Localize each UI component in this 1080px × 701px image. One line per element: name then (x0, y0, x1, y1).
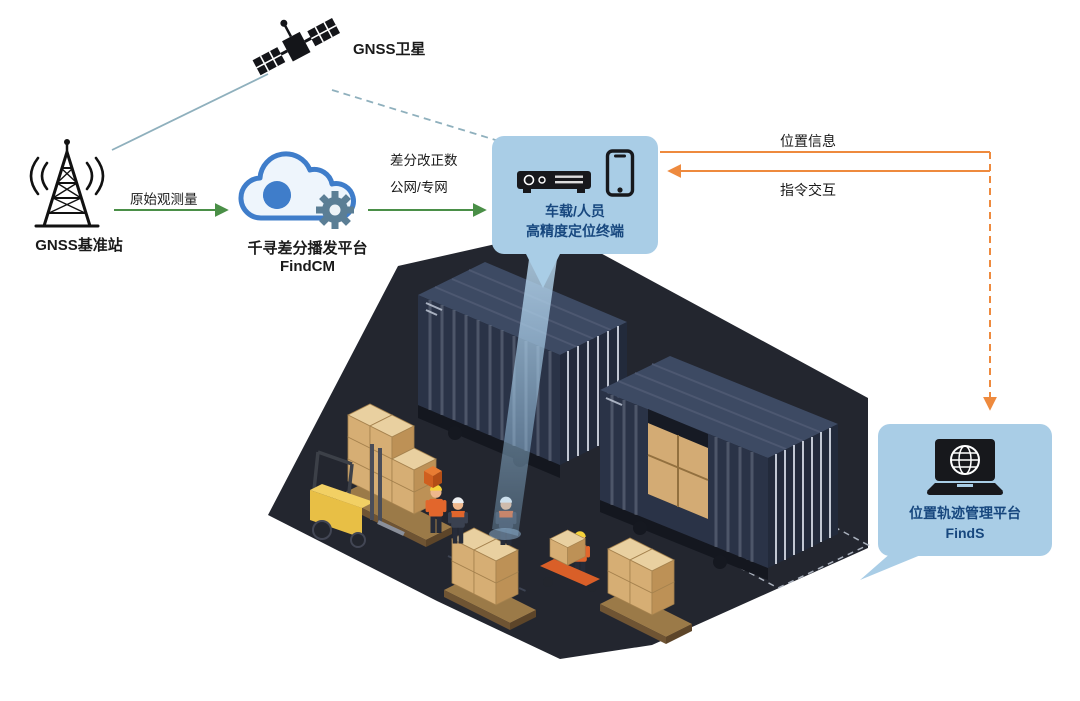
satellite-icon (252, 18, 341, 76)
correction-label-line2: 公网/专网 (390, 180, 448, 195)
satellite-label: GNSS卫星 (353, 41, 426, 58)
smartphone-icon (605, 149, 635, 197)
base-station-label: GNSS基准站 (35, 237, 123, 254)
positioning-beam (492, 252, 558, 536)
terminal-label-line2: 高精度定位终端 (526, 223, 624, 240)
position-info-label: 位置信息 (780, 133, 836, 149)
platform-bubble: 位置轨迹管理平台 FindS (878, 424, 1052, 556)
terminal-label-line1: 车载/人员 (545, 203, 605, 219)
gear-icon (316, 191, 354, 229)
raw-observation-label: 原始观测量 (130, 192, 198, 207)
base-station-icon (29, 139, 105, 228)
platform-icons (923, 439, 1007, 497)
carried-box (424, 466, 442, 488)
cloud-product-label: FindCM (280, 258, 335, 275)
correction-label-line1: 差分改正数 (390, 153, 458, 168)
link-satellite-basestation (111, 73, 269, 151)
platform-label-product: FindS (945, 525, 985, 542)
warehouse-scene (268, 230, 870, 659)
command-interaction-label: 指令交互 (780, 182, 836, 198)
cloud-platform-label: 千寻差分播发平台 (247, 240, 368, 257)
container-2 (600, 356, 838, 580)
platform-bubble-tail (860, 552, 928, 580)
terminal-icons (515, 149, 635, 197)
cloud-icon (238, 151, 356, 229)
terminal-bubble: 车载/人员 高精度定位终端 (492, 136, 658, 254)
laptop-globe-icon (927, 439, 1003, 495)
link-satellite-terminal-dashed (331, 89, 503, 143)
platform-label-title: 位置轨迹管理平台 (909, 505, 1021, 521)
receiver-icon (517, 171, 591, 193)
beam-spot (489, 528, 521, 540)
terminal-bubble-tail (524, 250, 562, 288)
forklift-icon (310, 444, 405, 548)
pallet-jack-icon (540, 529, 600, 592)
